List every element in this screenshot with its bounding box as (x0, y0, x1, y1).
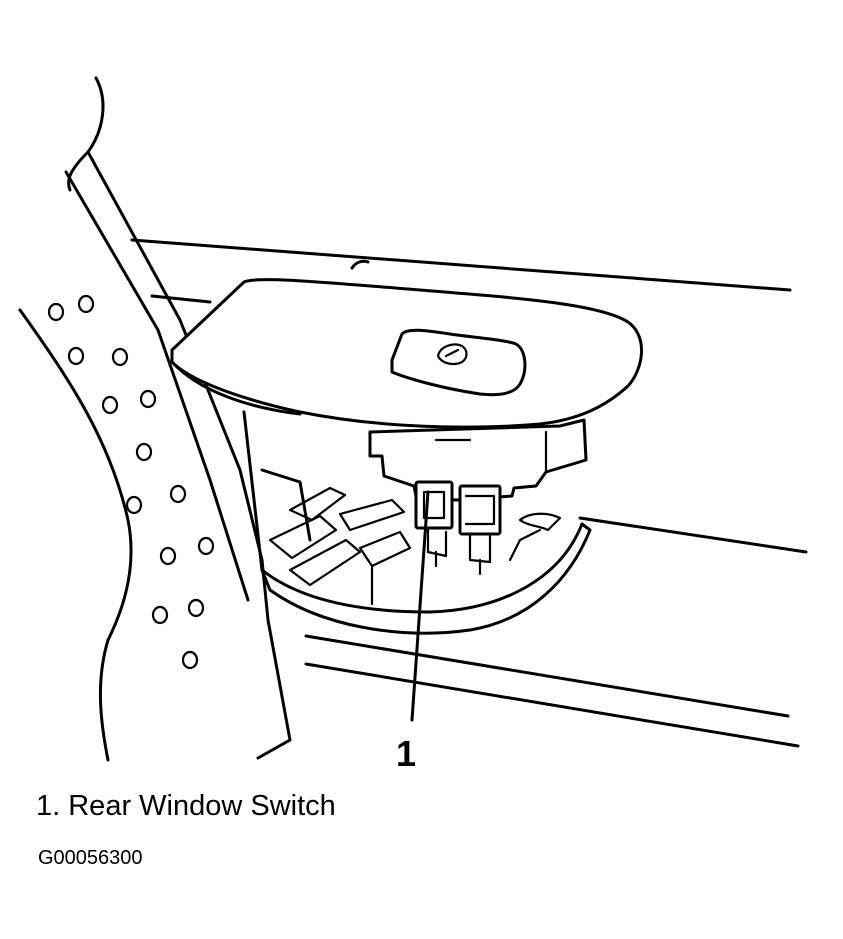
switch-housing (368, 418, 588, 502)
armrest-pocket (242, 410, 592, 635)
door-panel-illustration: 1 (18, 76, 808, 774)
window-switch-button (390, 328, 527, 397)
callout-number: 1 (396, 733, 416, 774)
door-pillar (18, 76, 292, 762)
figure-code: G00056300 (38, 847, 143, 869)
seat-perforations (47, 294, 215, 670)
rear-window-switch-connector (414, 480, 502, 576)
door-trim-lines (130, 238, 808, 748)
callout-leader-line (410, 490, 430, 722)
callout-1: 1 (396, 490, 430, 774)
figure-caption: 1. Rear Window Switch (36, 790, 336, 822)
